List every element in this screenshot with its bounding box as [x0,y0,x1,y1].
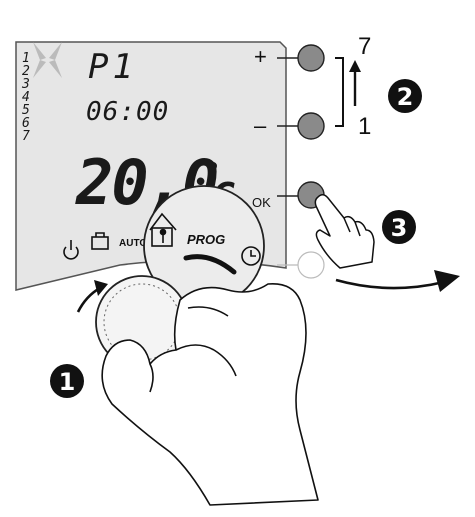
day-number: 6 [22,116,30,131]
day-number: 2 [22,64,30,79]
day-number: 5 [22,103,30,118]
ok-press-hand-icon [314,194,375,269]
minus-label: – [254,113,267,138]
clock-icon [241,246,261,266]
step-badge-3 [382,210,416,244]
prog-indicator-bar [183,254,237,275]
suitcase-icon [91,232,109,250]
step-number: 3 [391,214,408,242]
step-number: 1 [59,368,76,396]
step-number: 2 [397,83,414,111]
rotation-arrowhead-icon [434,270,460,292]
plus-button[interactable] [297,44,325,72]
auto-label: AUTO [119,238,147,249]
power-icon [63,240,79,260]
time-readout: 06:00 [86,97,169,127]
rotate-dial-hand-icon [101,283,319,506]
dial-turn-arrow [76,286,101,313]
plus-label: + [254,44,267,69]
ok-label: OK [252,195,271,210]
day-number: 3 [21,77,30,92]
person-house-icon [149,212,177,247]
program-readout: P1 [88,47,137,87]
range-top-label: 7 [358,33,371,60]
degree-icon [209,162,217,170]
hidden-button [297,251,325,279]
step-badge-1 [50,364,84,398]
day-indicator-icon [33,42,62,78]
dial-turn-arrowhead-icon [94,280,108,296]
prog-label: PROG [187,232,225,247]
step-badge-2 [388,79,422,113]
range-arrow-up-icon [349,60,361,72]
minus-button[interactable] [297,112,325,140]
rotation-arrow-right [335,278,445,290]
day-number: 7 [22,129,30,144]
day-number: 1 [22,51,30,66]
range-bracket [335,57,344,127]
range-bottom-label: 1 [358,113,371,140]
day-number: 4 [22,90,30,105]
